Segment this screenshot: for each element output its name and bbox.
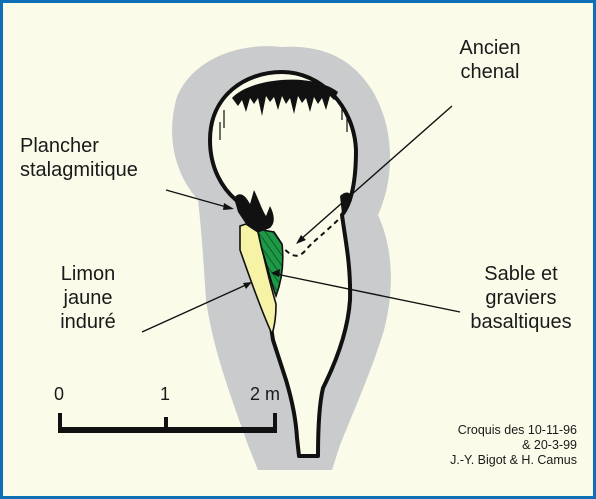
credit-line-3: J.-Y. Bigot & H. Camus [450,453,577,468]
scale-tick-1: 1 [160,384,170,405]
label-sable-line1: Sable et [458,262,584,286]
scale-tick-0: 0 [54,384,64,405]
label-sable-graviers: Sable et graviers basaltiques [458,262,584,334]
label-indure-line3: induré [40,310,136,334]
label-jaune-line2: jaune [40,286,136,310]
label-limon-jaune-indure: Limon jaune induré [40,262,136,334]
label-basaltiques-line3: basaltiques [458,310,584,334]
credit-line-1: Croquis des 10-11-96 [450,423,577,438]
label-graviers-line2: graviers [458,286,584,310]
label-plancher-stalagmitique: Plancher stalagmitique [20,134,138,182]
label-limon-line1: Limon [40,262,136,286]
label-stalagmitique-line2: stalagmitique [20,158,138,182]
label-ancien-chenal: Ancien chenal [440,36,540,84]
label-ancien-line1: Ancien [440,36,540,60]
label-plancher-line1: Plancher [20,134,138,158]
credit-line-2: & 20-3-99 [450,438,577,453]
scale-tick-2m: 2 m [250,384,280,405]
credit-block: Croquis des 10-11-96 & 20-3-99 J.-Y. Big… [450,423,577,468]
label-chenal-line2: chenal [440,60,540,84]
